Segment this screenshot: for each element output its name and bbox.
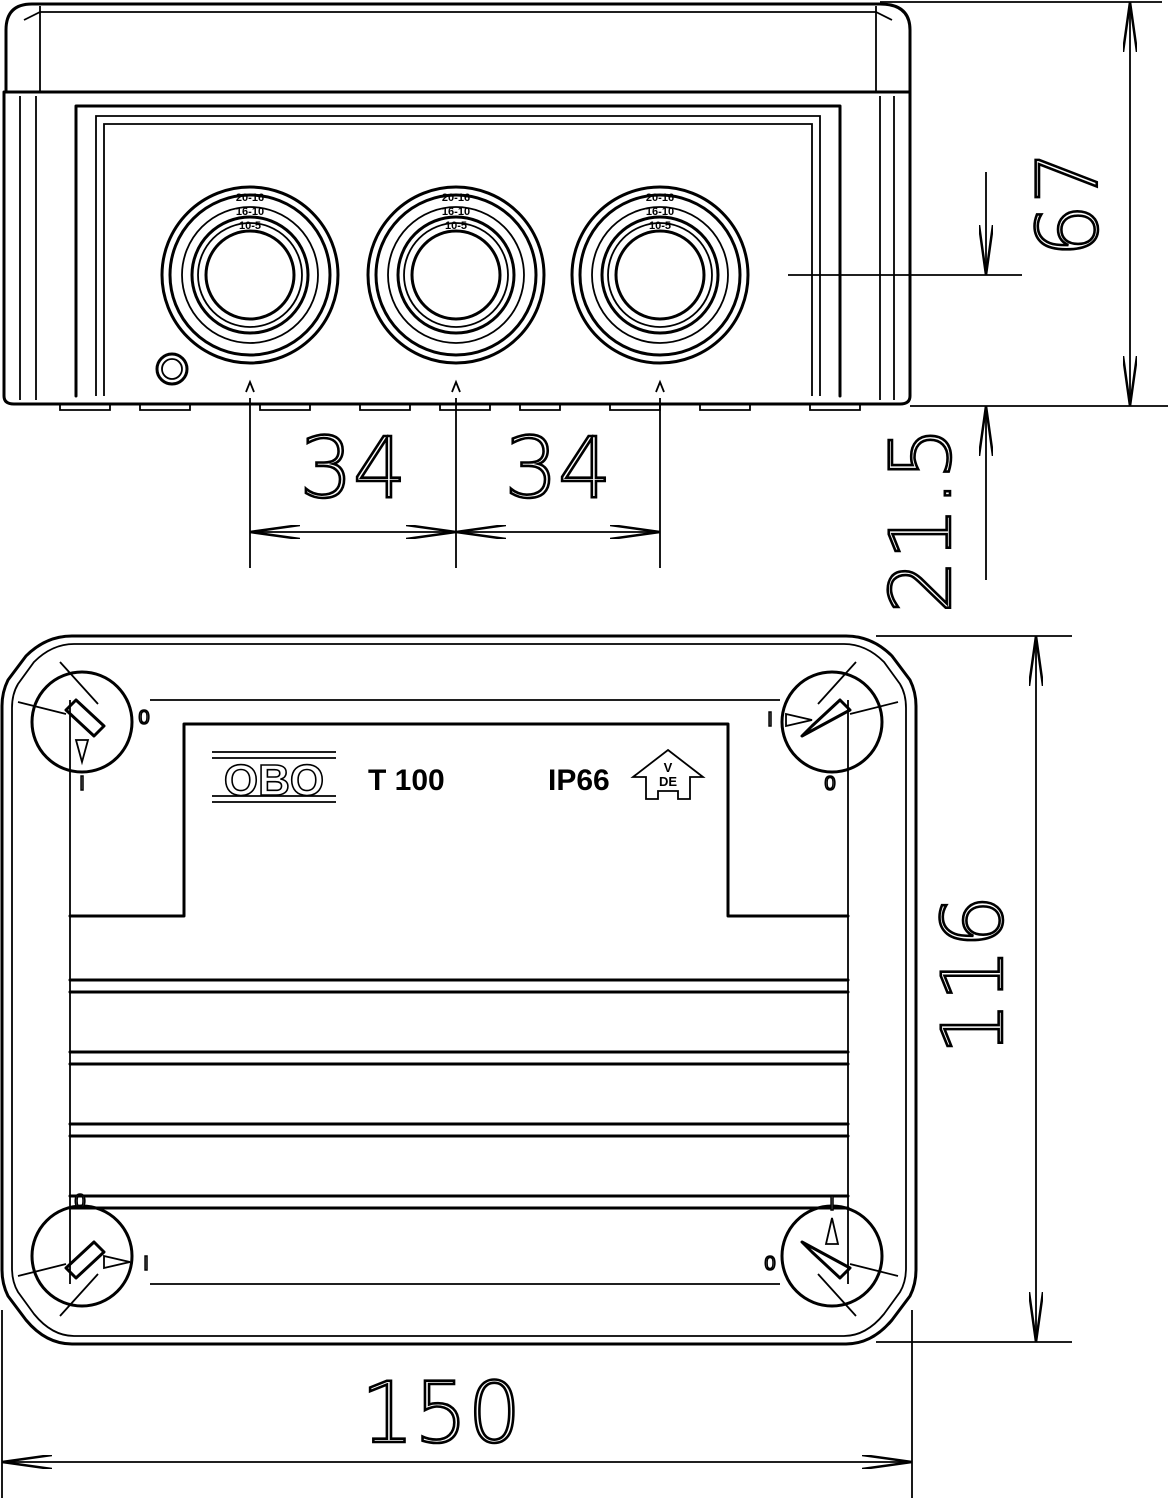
- front-panel-inner-2: [103, 123, 813, 396]
- corner-mark-a: I: [829, 1193, 835, 1215]
- vde-mark-icon: V DE: [630, 748, 706, 800]
- corner-mark-b: I: [79, 773, 85, 795]
- spacing-label-right: 34: [505, 419, 612, 517]
- lid-ribs: [68, 978, 850, 1210]
- top-view: OBO T 100 IP66 V DE 0 I I 0: [0, 634, 1072, 1498]
- vde-mark-top: V: [664, 760, 673, 775]
- height-label: 67: [1019, 151, 1117, 258]
- protection-label: IP66: [548, 764, 610, 797]
- height-dimension: 67: [880, 1, 1168, 407]
- logo-text: OBO: [224, 756, 324, 805]
- model-label: T 100: [368, 764, 445, 797]
- lid-inner-edge: [11, 643, 907, 1337]
- front-panel-inner: [95, 115, 821, 396]
- corner-mark-b: 0: [764, 1253, 775, 1275]
- cable-gland-center: 20-16 16-10 10-5: [366, 185, 546, 365]
- corner-mark-b: 0: [824, 773, 835, 795]
- spacing-dimension: 34 34: [249, 398, 661, 568]
- lid-outline-top: [0, 634, 918, 1346]
- corner-mark-b: I: [143, 1253, 149, 1275]
- gland-marking-1: 20-16: [442, 192, 470, 204]
- corner-mark-a: I: [767, 709, 773, 731]
- corner-screw-bottom-left: 0 I: [17, 1190, 150, 1317]
- center-mark-3: [655, 379, 665, 393]
- width-dimension: 150: [1, 1310, 913, 1498]
- gland-marking-1: 20-16: [646, 192, 674, 204]
- body-outline: [2, 90, 912, 406]
- obo-logo: OBO: [212, 751, 336, 806]
- spacing-label-left: 34: [300, 419, 407, 517]
- depth-dimension: 116: [876, 635, 1072, 1343]
- cable-gland-right: 20-16 16-10 10-5: [570, 185, 750, 365]
- gland-marking-3: 10-5: [649, 220, 671, 232]
- gland-marking-1: 20-16: [236, 192, 264, 204]
- entry-height-label: 21.5: [872, 426, 970, 613]
- front-view: 20-16 16-10 10-5 20-16 16-10 10-5 20-16 …: [2, 1, 1168, 615]
- center-mark-1: [245, 379, 255, 393]
- front-panel-outer: [74, 104, 842, 398]
- corner-mark-a: 0: [74, 1191, 85, 1213]
- entry-height-dimension: 21.5: [788, 172, 1022, 615]
- center-mark-2: [451, 379, 461, 393]
- gland-marking-2: 16-10: [646, 206, 674, 218]
- corner-screw-top-left: 0 I: [17, 661, 150, 796]
- gland-marking-3: 10-5: [239, 220, 261, 232]
- corner-mark-a: 0: [138, 707, 149, 729]
- gland-marking-3: 10-5: [445, 220, 467, 232]
- gland-marking-2: 16-10: [442, 206, 470, 218]
- vde-mark-bottom: DE: [659, 774, 677, 789]
- corner-screw-bottom-right: I 0: [764, 1192, 899, 1317]
- screw-icon: [155, 352, 189, 386]
- depth-label: 116: [924, 895, 1022, 1055]
- base-feet: [59, 404, 861, 411]
- width-label: 150: [361, 1364, 521, 1462]
- label-plate: [68, 722, 850, 918]
- lid-outline: [4, 2, 912, 94]
- cable-gland-left: 20-16 16-10 10-5: [160, 185, 340, 365]
- lid-bevel: [23, 11, 893, 21]
- gland-marking-2: 16-10: [236, 206, 264, 218]
- screw-inner: [161, 358, 183, 380]
- corner-screw-top-right: I 0: [766, 661, 899, 796]
